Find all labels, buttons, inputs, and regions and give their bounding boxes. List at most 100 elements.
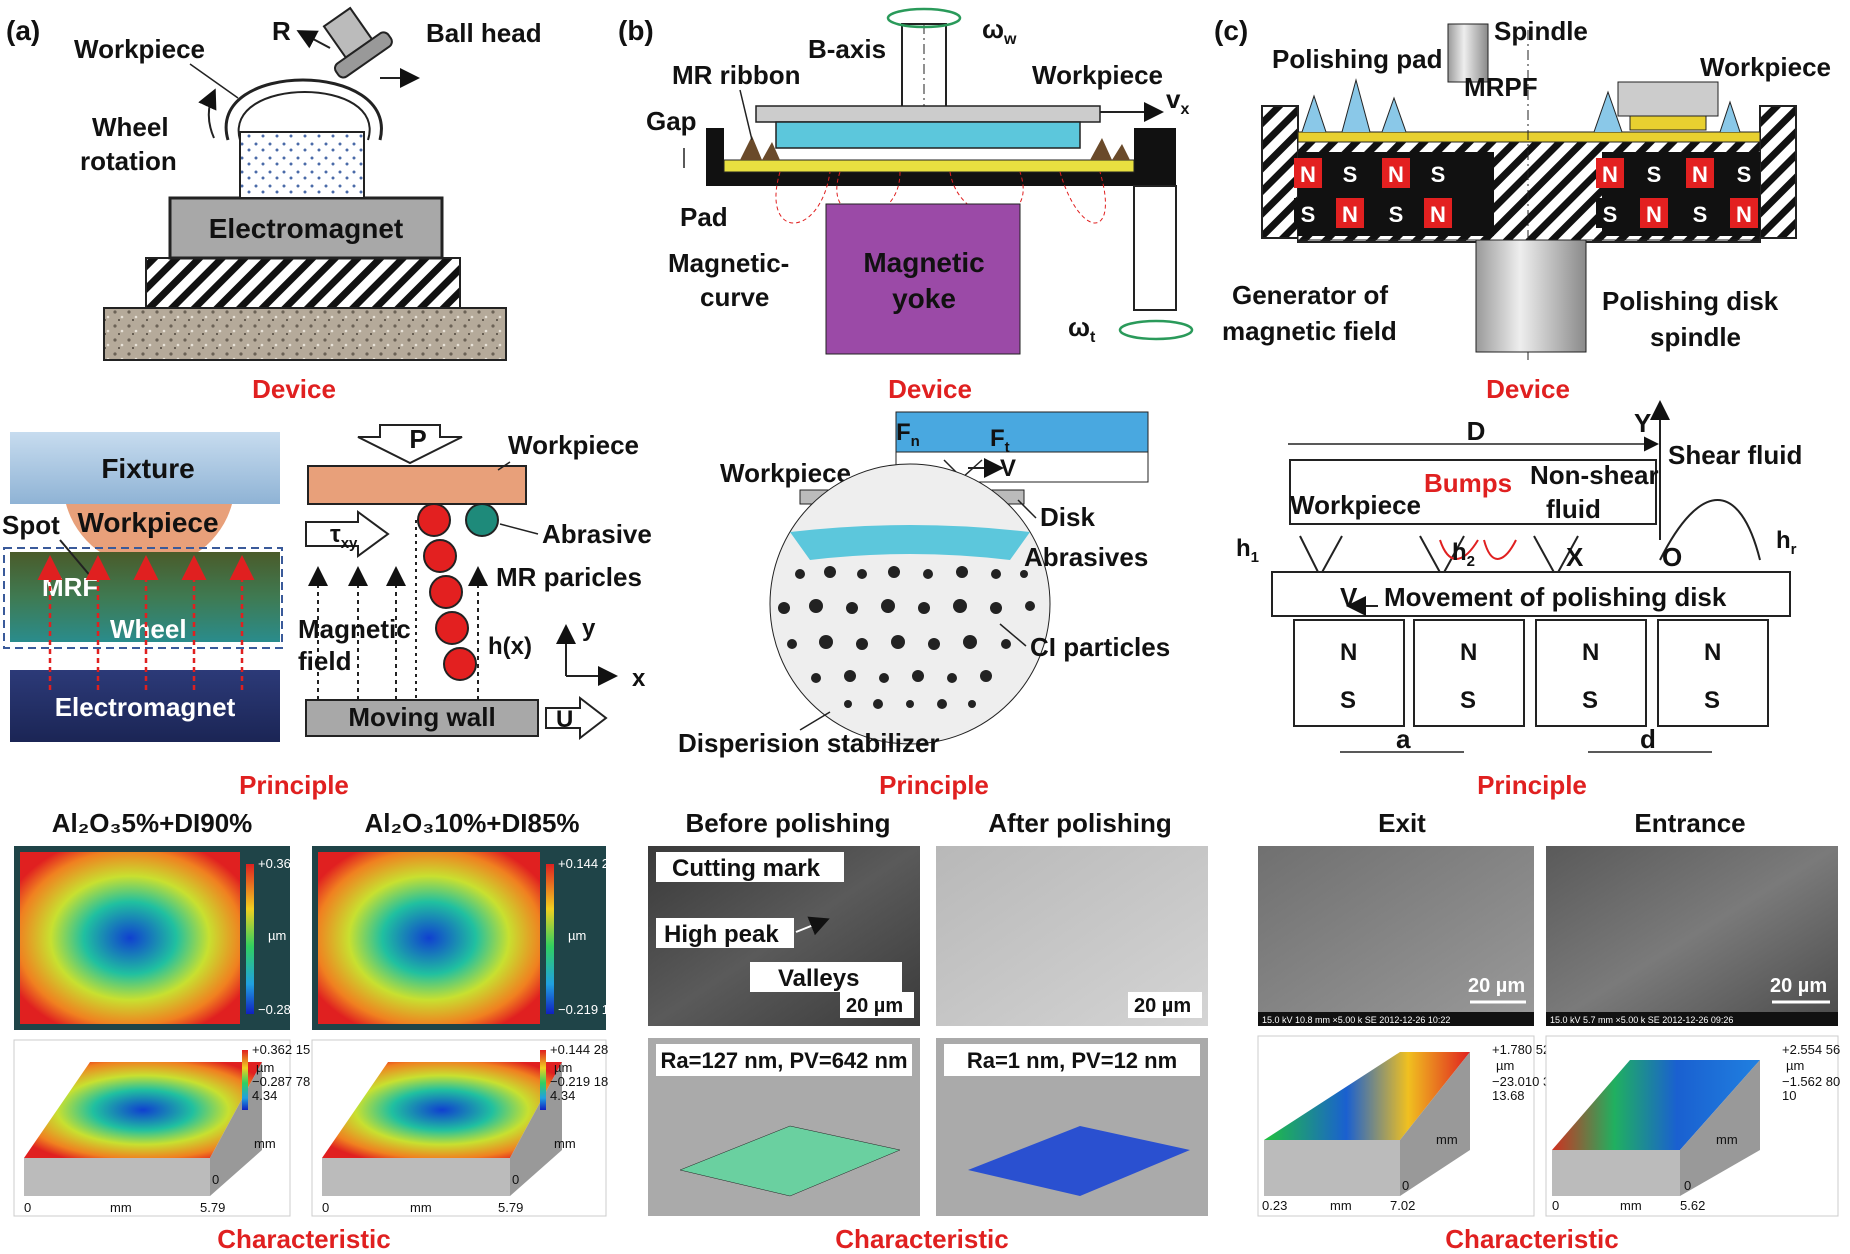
profile-exit-mid: −23.010 31 [1492, 1074, 1557, 1089]
ci-particle [809, 599, 823, 613]
ci-particle [947, 673, 957, 683]
surface-1-front [24, 1158, 210, 1196]
ci-particle [963, 635, 977, 649]
hr-label: hr [1776, 527, 1797, 558]
ci-particle [953, 599, 967, 613]
ns-magnet-box [1535, 619, 1647, 727]
magnet-pole-label: S [1343, 162, 1358, 187]
magnet-pole-label: N [1736, 202, 1752, 227]
ra-before-box [656, 1044, 912, 1076]
colorbar-2-bottom: −0.219 18 [558, 1002, 616, 1017]
ci-particle [844, 700, 852, 708]
magnet-pole-label: S [1693, 202, 1708, 227]
magnet-pole-label: S [1301, 202, 1316, 227]
ci-particle [980, 670, 992, 682]
profile-exit-xmm: mm [1330, 1198, 1352, 1213]
electromagnet-label-2: Electromagnet [55, 692, 236, 722]
ci-particle [1020, 570, 1028, 578]
magnet-cell [1294, 158, 1322, 188]
profile-entrance-top: +2.554 56 [1782, 1042, 1840, 1057]
ns-s-label: S [1340, 687, 1356, 714]
ci-particle [923, 569, 933, 579]
v-label-b: V [1000, 455, 1016, 482]
ci-particle [891, 635, 905, 649]
principle-caption-c: Principle [1477, 770, 1587, 800]
colorbar-4-bottom: −0.219 18 [550, 1074, 608, 1089]
shear-fluid-label: Shear fluid [1668, 440, 1802, 470]
magnet-cell [1686, 198, 1714, 228]
ns-magnet-box [1293, 619, 1405, 727]
mr-particle [443, 647, 477, 681]
axis-4-xmm: mm [410, 1200, 432, 1215]
profile-exit-xmax: 7.02 [1390, 1198, 1415, 1213]
panel-a: (a) Electromagnet R Ball head Workpiece … [2, 6, 652, 1254]
magnet-cell [1382, 158, 1410, 188]
sem-entrance [1546, 846, 1838, 1026]
pad-label: Pad [680, 202, 728, 232]
omega-t-symbol: ω [1068, 312, 1090, 342]
ra-before-label: Ra=127 nm, PV=642 nm [660, 1048, 907, 1073]
profile-exit-x0: 0.23 [1262, 1198, 1287, 1213]
workpiece-c-label: Workpiece [1700, 52, 1831, 82]
axis-4-xmax: 5.79 [498, 1200, 523, 1215]
vx-label: vx [1166, 84, 1189, 118]
panel-a-principle-left: Fixture Workpiece MRF Wheel Spot Electro… [2, 432, 283, 742]
colorbar-1-top: +0.362 15 [258, 856, 316, 871]
panel-c-principle: D Y Shear fluid Bumps Non-shear fluid Wo… [1236, 400, 1802, 800]
magnet-pole-label: N [1646, 202, 1662, 227]
ci-leader [999, 623, 1027, 647]
h2-subscript: 2 [1467, 553, 1475, 570]
workpiece-holder [755, 105, 1101, 123]
mr-particle [435, 611, 469, 645]
ci-particle [1025, 601, 1035, 611]
disk-spindle-label-1: Polishing disk [1602, 286, 1779, 316]
generator-label-1: Generator of [1232, 280, 1388, 310]
mr-particle-chain [417, 503, 499, 681]
magnet-pole-label: S [1737, 162, 1752, 187]
h2-label: h2 [1452, 539, 1475, 570]
wheel-outline [224, 78, 383, 141]
magnet-pole-label: N [1300, 162, 1316, 187]
ci-particle [918, 602, 930, 614]
ci-particle [873, 699, 883, 709]
magnetic-curve-label-1: Magnetic- [668, 248, 789, 278]
moving-wall [305, 699, 539, 737]
device-caption-c: Device [1486, 374, 1570, 404]
axis-4-zero: 0 [512, 1172, 519, 1187]
ns-s-label: S [1460, 687, 1476, 714]
magnet-cell [1730, 198, 1758, 228]
tau-symbol: τ [330, 521, 341, 548]
magnet-cell [1336, 158, 1364, 188]
workpiece-plate-label: Workpiece [508, 430, 639, 460]
scale-box-2 [1128, 992, 1202, 1018]
mr-particle [417, 503, 451, 537]
panel-a-tag: (a) [6, 15, 40, 46]
ci-particle [795, 569, 805, 579]
ci-particle [856, 638, 868, 650]
mr-particles-label: MR paricles [496, 562, 642, 592]
entrance-title: Entrance [1634, 808, 1745, 838]
profile-exit-mm: mm [1436, 1132, 1458, 1147]
colorbar-2-top: +0.144 28 [558, 856, 616, 871]
x-label-c: X [1566, 542, 1584, 572]
colorbar-1 [246, 864, 254, 1014]
ci-particle-rows [778, 566, 1035, 709]
tau-subscript: xy [341, 535, 358, 552]
profile-entrance-mm: mm [1716, 1132, 1738, 1147]
u-label: U [556, 706, 573, 733]
base-block [103, 307, 507, 361]
h1-subscript: 1 [1251, 549, 1259, 566]
ns-s-label: S [1704, 687, 1720, 714]
axis-4-mm: mm [554, 1136, 576, 1151]
workpiece-label: Workpiece [74, 34, 205, 64]
ns-n-label: N [1340, 639, 1357, 666]
workpiece-label-c: Workpiece [1290, 490, 1421, 520]
profile-entrance-xmax: 5.62 [1680, 1198, 1705, 1213]
disk-spindle [1475, 239, 1587, 353]
surface-2 [322, 1062, 562, 1158]
ci-particle [879, 673, 889, 683]
panel-c-characteristic: Exit Entrance 20 µm 20 µm 15.0 kV 10.8 m… [1257, 808, 1840, 1254]
fixture-block [10, 432, 280, 504]
